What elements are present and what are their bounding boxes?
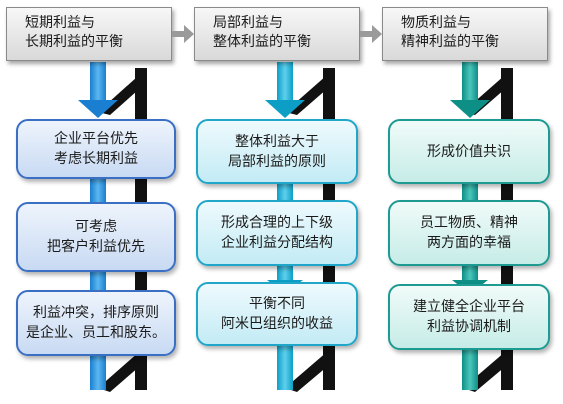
column-1-box-2: 可考虑 把客户利益优先 <box>16 202 176 272</box>
box-text-line: 两方面的幸福 <box>427 235 511 251</box>
column-2-box-3: 平衡不同 阿米巴组织的收益 <box>196 282 358 346</box>
box-text-line: 员工物质、精神 <box>420 215 518 231</box>
box-text-line: 利益冲突，排序原则 <box>33 305 159 321</box>
box-text-line: 形成合理的上下级 <box>221 215 333 231</box>
column-3-box-1: 形成价值共识 <box>388 119 550 184</box>
column-3-box-3: 建立健全企业平台 利益协调机制 <box>388 284 550 350</box>
column-1-arrow <box>78 62 118 390</box>
box-text-line: 是企业、员工和股东。 <box>26 325 166 341</box>
box-text-line: 形成价值共识 <box>427 143 511 160</box>
header-line: 整体利益的平衡 <box>213 34 311 50</box>
box-text-line: 企业平台优先 <box>54 131 138 147</box>
box-text-line: 把客户利益优先 <box>47 239 145 255</box>
column-1-box-3: 利益冲突，排序原则 是企业、员工和股东。 <box>16 290 176 356</box>
right-arrow-icon <box>360 25 382 43</box>
box-text-line: 考虑长期利益 <box>54 151 138 167</box>
header-line: 物质利益与 <box>401 15 471 31</box>
column-1-box-1: 企业平台优先 考虑长期利益 <box>16 119 176 179</box>
header-line: 局部利益与 <box>213 15 283 31</box>
box-text-line: 阿米巴组织的收益 <box>221 316 333 332</box>
header-line: 短期利益与 <box>25 15 95 31</box>
box-text-line: 可考虑 <box>75 219 117 235</box>
box-text-line: 建立健全企业平台 <box>413 299 525 315</box>
right-arrow-icon <box>172 25 194 43</box>
box-text-line: 平衡不同 <box>249 296 305 312</box>
column-2-box-2: 形成合理的上下级 企业利益分配结构 <box>196 200 358 266</box>
column-3-box-2: 员工物质、精神 两方面的幸福 <box>388 200 550 266</box>
box-text-line: 企业利益分配结构 <box>221 235 333 251</box>
header-line: 精神利益的平衡 <box>401 34 499 50</box>
box-text-line: 利益协调机制 <box>427 319 511 335</box>
header-line: 长期利益的平衡 <box>25 34 123 50</box>
column-2-box-1: 整体利益大于 局部利益的原则 <box>196 119 358 184</box>
header-short-long: 短期利益与 长期利益的平衡 <box>6 7 172 61</box>
box-text-line: 整体利益大于 <box>235 133 319 150</box>
header-local-whole: 局部利益与 整体利益的平衡 <box>194 7 360 61</box>
box-text-line: 局部利益的原则 <box>228 153 326 170</box>
header-material-spiritual: 物质利益与 精神利益的平衡 <box>382 7 548 61</box>
